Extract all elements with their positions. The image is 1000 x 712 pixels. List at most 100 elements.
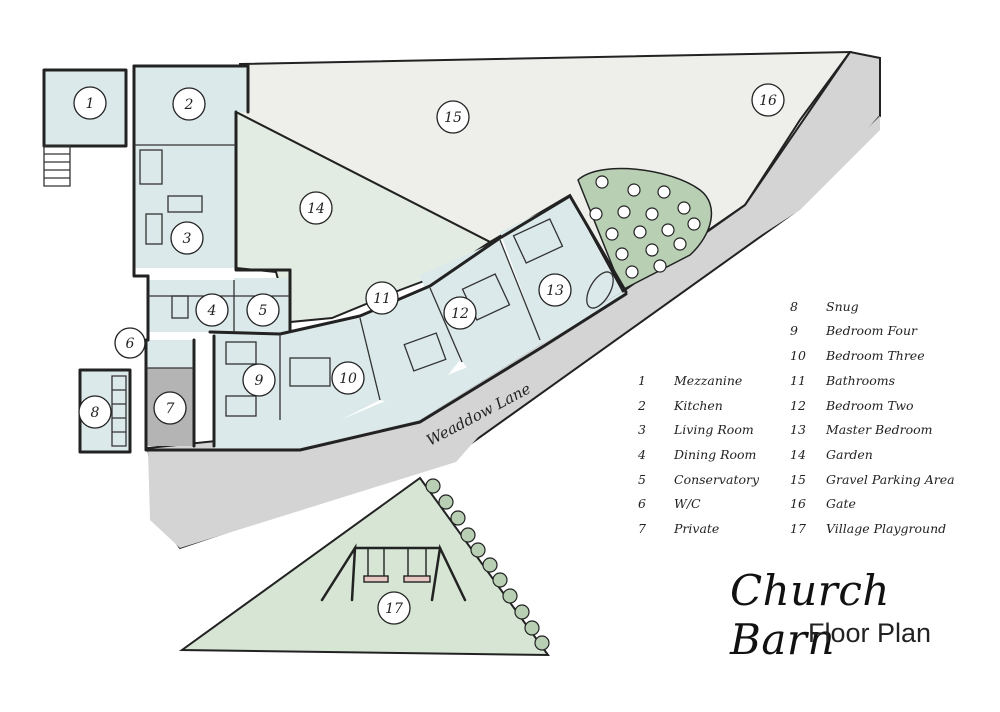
legend-item: 5 Conservatory bbox=[638, 472, 760, 487]
legend-item: 13 Master Bedroom bbox=[790, 422, 933, 437]
marker-13[interactable]: 13 bbox=[538, 273, 572, 307]
legend-column-2: 8 Snug 9 Bedroom Four 10 Bedroom Three 11 Ba… bbox=[790, 299, 955, 536]
marker-17[interactable]: 17 bbox=[377, 591, 411, 625]
legend-item: 17 Village Playground bbox=[790, 521, 946, 536]
svg-text:12: 12 bbox=[790, 398, 806, 413]
svg-text:2: 2 bbox=[184, 97, 194, 113]
building-main bbox=[132, 64, 628, 452]
room-markers: 1 2 3 4 5 6 7 8 9 10 11 12 13 14 15 16 1… bbox=[73, 83, 785, 625]
svg-text:Gate: Gate bbox=[826, 496, 856, 511]
svg-text:8: 8 bbox=[91, 405, 100, 421]
legend-item: 7 Private bbox=[638, 521, 719, 536]
svg-text:Private: Private bbox=[673, 521, 719, 536]
marker-14[interactable]: 14 bbox=[299, 191, 333, 225]
legend-item: 15 Gravel Parking Area bbox=[790, 472, 955, 487]
svg-text:15: 15 bbox=[444, 110, 462, 126]
marker-8[interactable]: 8 bbox=[78, 395, 112, 429]
map-title: Church Barn bbox=[730, 566, 890, 664]
legend-item: 3 Living Room bbox=[638, 422, 754, 437]
legend-item: 9 Bedroom Four bbox=[790, 323, 918, 338]
marker-2[interactable]: 2 bbox=[172, 87, 206, 121]
svg-text:11: 11 bbox=[790, 373, 806, 388]
room-living-room bbox=[134, 145, 236, 268]
marker-11[interactable]: 11 bbox=[365, 281, 399, 315]
legend-item: 12 Bedroom Two bbox=[790, 398, 914, 413]
svg-text:Living Room: Living Room bbox=[673, 422, 754, 437]
svg-text:12: 12 bbox=[451, 306, 469, 322]
svg-text:3: 3 bbox=[183, 231, 192, 247]
legend-item: 2 Kitchen bbox=[637, 398, 723, 413]
legend-item: 16 Gate bbox=[790, 496, 856, 511]
svg-text:Mezzanine: Mezzanine bbox=[673, 373, 742, 388]
svg-text:Village Playground: Village Playground bbox=[826, 521, 946, 536]
marker-3[interactable]: 3 bbox=[170, 221, 204, 255]
svg-text:3: 3 bbox=[638, 422, 646, 437]
swing-set-icon bbox=[320, 543, 467, 602]
svg-text:17: 17 bbox=[790, 521, 806, 536]
svg-text:Conservatory: Conservatory bbox=[674, 472, 760, 487]
svg-text:13: 13 bbox=[790, 422, 806, 437]
marker-4[interactable]: 4 bbox=[195, 293, 229, 327]
svg-text:Gravel Parking Area: Gravel Parking Area bbox=[826, 472, 955, 487]
legend-item: 11 Bathrooms bbox=[790, 373, 895, 388]
legend-item: 8 Snug bbox=[790, 299, 859, 314]
svg-text:Kitchen: Kitchen bbox=[673, 398, 723, 413]
tree-cluster-garden bbox=[577, 167, 713, 292]
svg-text:7: 7 bbox=[638, 521, 646, 536]
svg-text:Snug: Snug bbox=[826, 299, 859, 314]
svg-text:Bedroom Two: Bedroom Two bbox=[825, 398, 914, 413]
svg-text:4: 4 bbox=[207, 303, 217, 319]
svg-text:10: 10 bbox=[339, 371, 357, 387]
marker-5[interactable]: 5 bbox=[246, 293, 280, 327]
marker-9[interactable]: 9 bbox=[242, 363, 276, 397]
svg-text:5: 5 bbox=[259, 303, 268, 319]
map-subtitle: Floor Plan bbox=[808, 618, 932, 648]
svg-text:15: 15 bbox=[790, 472, 806, 487]
svg-text:9: 9 bbox=[790, 323, 798, 338]
marker-1[interactable]: 1 bbox=[73, 86, 107, 120]
svg-text:W/C: W/C bbox=[674, 496, 701, 511]
svg-text:17: 17 bbox=[385, 601, 403, 617]
svg-text:16: 16 bbox=[759, 93, 777, 109]
marker-12[interactable]: 12 bbox=[443, 296, 477, 330]
svg-text:5: 5 bbox=[638, 472, 646, 487]
svg-text:14: 14 bbox=[307, 201, 325, 217]
svg-text:14: 14 bbox=[790, 447, 806, 462]
svg-text:7: 7 bbox=[166, 401, 175, 417]
room-wc bbox=[146, 340, 194, 368]
marker-16[interactable]: 16 bbox=[751, 83, 785, 117]
svg-text:11: 11 bbox=[373, 291, 391, 307]
legend-item: 10 Bedroom Three bbox=[790, 348, 925, 363]
svg-text:6: 6 bbox=[126, 336, 135, 352]
room-bathrooms bbox=[360, 288, 460, 410]
svg-text:8: 8 bbox=[790, 299, 798, 314]
svg-text:Garden: Garden bbox=[826, 447, 873, 462]
legend-item: 1 Mezzanine bbox=[638, 373, 742, 388]
marker-15[interactable]: 15 bbox=[436, 100, 470, 134]
svg-text:10: 10 bbox=[790, 348, 806, 363]
svg-text:16: 16 bbox=[790, 496, 806, 511]
svg-text:Bathrooms: Bathrooms bbox=[825, 373, 895, 388]
legend-item: 14 Garden bbox=[790, 447, 873, 462]
svg-text:13: 13 bbox=[546, 283, 564, 299]
room-master-bedroom bbox=[500, 198, 622, 340]
svg-text:6: 6 bbox=[638, 496, 646, 511]
svg-text:2: 2 bbox=[637, 398, 646, 413]
marker-7[interactable]: 7 bbox=[153, 391, 187, 425]
svg-text:Bedroom Four: Bedroom Four bbox=[825, 323, 918, 338]
svg-text:1: 1 bbox=[86, 96, 95, 112]
marker-10[interactable]: 10 bbox=[331, 361, 365, 395]
svg-text:Master Bedroom: Master Bedroom bbox=[825, 422, 933, 437]
corridor-south bbox=[214, 292, 625, 448]
svg-text:9: 9 bbox=[255, 373, 264, 389]
svg-text:Dining Room: Dining Room bbox=[673, 447, 756, 462]
svg-text:1: 1 bbox=[638, 373, 646, 388]
svg-text:Bedroom Three: Bedroom Three bbox=[825, 348, 925, 363]
marker-6[interactable]: 6 bbox=[114, 327, 146, 359]
tree-row-playground bbox=[425, 478, 550, 651]
legend-item: 6 W/C bbox=[638, 496, 701, 511]
